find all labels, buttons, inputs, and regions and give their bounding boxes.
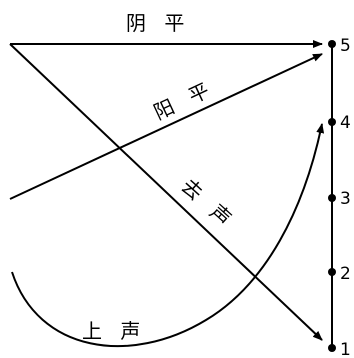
tone-yangping-arrow	[9, 53, 323, 200]
scale-label-4: 4	[340, 113, 351, 133]
scale-dot-1	[328, 344, 336, 352]
pitch-scale-labels: 5 4 3 2 1	[340, 36, 351, 358]
pitch-scale-ticks	[328, 40, 336, 352]
scale-label-2: 2	[340, 264, 351, 284]
scale-label-5: 5	[340, 36, 351, 56]
tone-qusheng-label: 去 声	[177, 174, 241, 235]
tone-shangsheng-label: 上 声	[82, 319, 146, 343]
tone-yinping-label: 阴 平	[126, 11, 190, 35]
scale-dot-5	[328, 40, 336, 48]
tone-qusheng-arrow	[9, 43, 323, 341]
tone-shangsheng-arrow	[11, 123, 325, 348]
scale-dot-2	[328, 268, 336, 276]
scale-dot-3	[328, 194, 336, 202]
scale-label-3: 3	[340, 189, 351, 209]
scale-dot-4	[328, 118, 336, 126]
scale-label-1: 1	[340, 340, 351, 358]
